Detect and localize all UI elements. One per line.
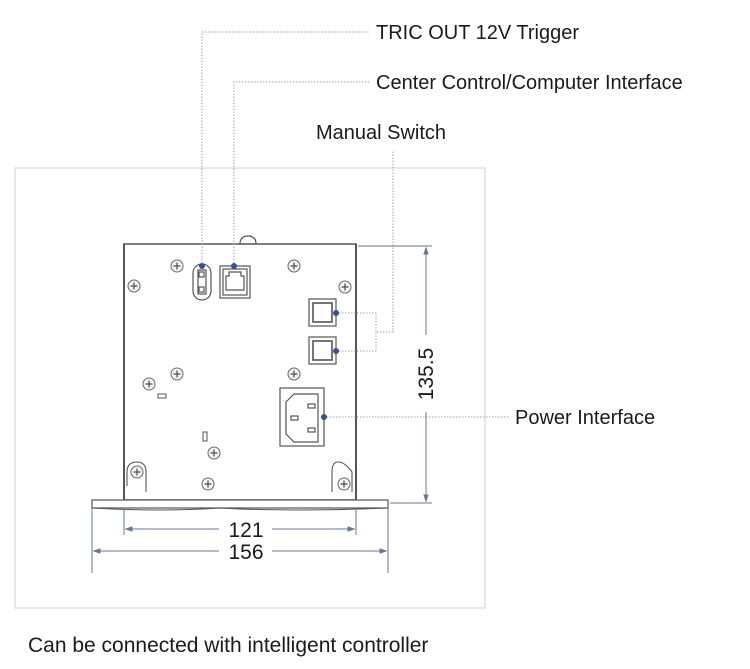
outer-width-dim: 156 bbox=[228, 541, 263, 564]
inner-width-dim: 121 bbox=[228, 519, 263, 542]
device-rear-panel bbox=[91, 235, 389, 511]
screw-icon bbox=[338, 280, 352, 294]
trigger-leader bbox=[201, 31, 370, 266]
trigger-label: TRIC OUT 12V Trigger bbox=[376, 22, 579, 44]
screw-icon bbox=[201, 477, 215, 491]
corner-bracket bbox=[126, 461, 147, 492]
caption: Can be connected with intelligent contro… bbox=[28, 634, 429, 657]
screw-icon bbox=[130, 465, 144, 479]
power-label: Power Interface bbox=[515, 407, 655, 429]
slot bbox=[157, 393, 167, 399]
screws bbox=[127, 259, 352, 491]
height-dim: 135.5 bbox=[415, 348, 438, 401]
control-dot bbox=[231, 263, 237, 269]
screw-icon bbox=[127, 279, 141, 293]
control-label: Center Control/Computer Interface bbox=[376, 72, 683, 94]
control-leader bbox=[233, 81, 370, 266]
manual-switch-label: Manual Switch bbox=[316, 122, 446, 144]
screw-icon bbox=[170, 259, 184, 273]
trigger-dot bbox=[199, 263, 205, 269]
trigger-port bbox=[192, 263, 212, 301]
screw-icon bbox=[142, 377, 156, 391]
switch-dot-top bbox=[333, 310, 339, 316]
manual-leader-2 bbox=[336, 332, 377, 352]
screw-icon bbox=[170, 367, 184, 381]
switch-dot-bottom bbox=[333, 348, 339, 354]
mounting-bracket bbox=[91, 499, 389, 509]
corner-bracket bbox=[331, 461, 353, 492]
screw-icon bbox=[287, 367, 301, 381]
leader-lines bbox=[201, 31, 510, 418]
power-dot bbox=[321, 414, 327, 420]
screw-icon bbox=[337, 477, 351, 491]
screw-icon bbox=[287, 259, 301, 273]
slot bbox=[202, 431, 208, 442]
dimension-lines bbox=[91, 245, 432, 573]
callout-dots bbox=[199, 263, 339, 420]
screw-icon bbox=[207, 446, 221, 460]
diagram-frame bbox=[14, 167, 486, 609]
